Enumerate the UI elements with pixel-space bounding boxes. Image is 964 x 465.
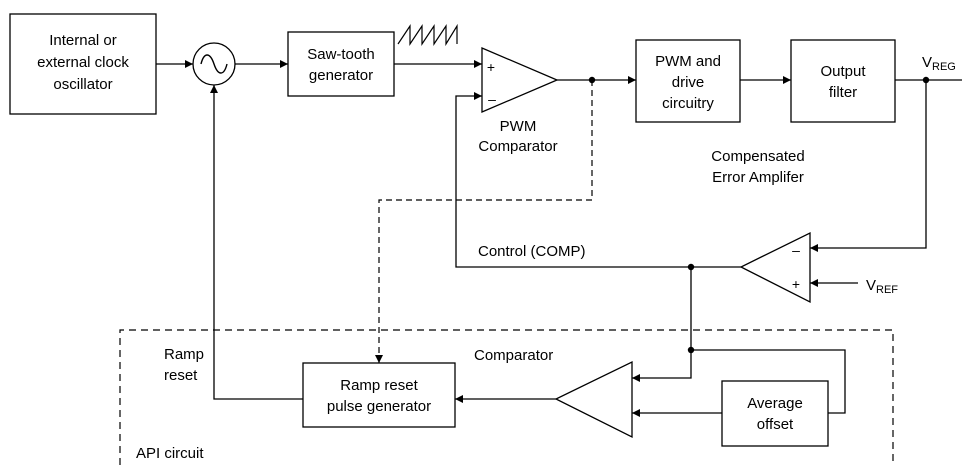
api-circuit-boundary <box>119 329 894 465</box>
oscillator-label-2: external clock <box>37 54 129 71</box>
pwm-drive-label-3: circuitry <box>662 95 714 112</box>
output-filter-block <box>790 39 896 123</box>
error-amp-minus-sign: – <box>792 242 800 258</box>
api-comparator-symbol <box>554 360 633 439</box>
ramp-reset-gen-label-1: Ramp reset <box>340 377 418 394</box>
sawtooth-label-2: generator <box>309 67 373 84</box>
ramp-reset-generator-block <box>302 362 456 428</box>
sawtooth-waveform-icon <box>397 23 458 47</box>
error-amp-label-2: Error Amplifer <box>712 169 804 186</box>
output-filter-label-1: Output <box>820 63 866 80</box>
output-filter-label-2: filter <box>829 84 857 101</box>
pwm-drive-block <box>635 39 741 123</box>
pwm-comp-minus-sign: – <box>488 91 496 107</box>
wire-ramp-reset-to-source <box>210 85 303 400</box>
junction-dot-vreg <box>922 76 930 84</box>
wire-comp-to-api-comparator <box>632 267 692 382</box>
wire-vreg-feedback <box>810 80 927 252</box>
ramp-reset-label-1: Ramp <box>164 346 204 363</box>
ramp-reset-label-2: reset <box>164 367 198 384</box>
comparator-label: Comparator <box>474 347 553 364</box>
pwm-comparator-label-2: Comparator <box>478 138 557 155</box>
wire-comp-to-average-offset <box>691 349 846 414</box>
sawtooth-generator-block <box>287 31 395 97</box>
pwm-comparator-symbol <box>481 47 559 113</box>
pwm-drive-label-1: PWM and <box>655 53 721 70</box>
junction-dot-api <box>687 346 695 354</box>
error-amp-plus-sign: + <box>792 276 800 292</box>
oscillator-label-1: Internal or <box>49 32 117 49</box>
error-amp-label-1: Compensated <box>711 148 804 165</box>
average-offset-block <box>721 380 829 447</box>
average-offset-label-2: offset <box>757 416 794 433</box>
pwm-drive-label-2: drive <box>672 74 705 91</box>
wire-control-comp <box>455 92 741 268</box>
junction-dot-comp <box>687 263 695 271</box>
control-comp-label: Control (COMP) <box>478 243 586 260</box>
sine-wave-icon <box>200 54 228 74</box>
average-offset-label-1: Average <box>747 395 803 412</box>
pwm-comparator-label-1: PWM <box>500 118 537 135</box>
vref-label: VREF <box>866 277 898 296</box>
vreg-label: VREG <box>922 54 956 73</box>
dashed-pwm-to-ramp-reset <box>375 80 593 363</box>
oscillator-label-3: oscillator <box>53 76 112 93</box>
error-amplifier-symbol <box>739 231 811 304</box>
ramp-reset-gen-label-2: pulse generator <box>327 398 431 415</box>
sawtooth-label-1: Saw-tooth <box>307 46 375 63</box>
pwm-comp-plus-sign: + <box>487 59 495 75</box>
api-circuit-label: API circuit <box>136 445 204 462</box>
